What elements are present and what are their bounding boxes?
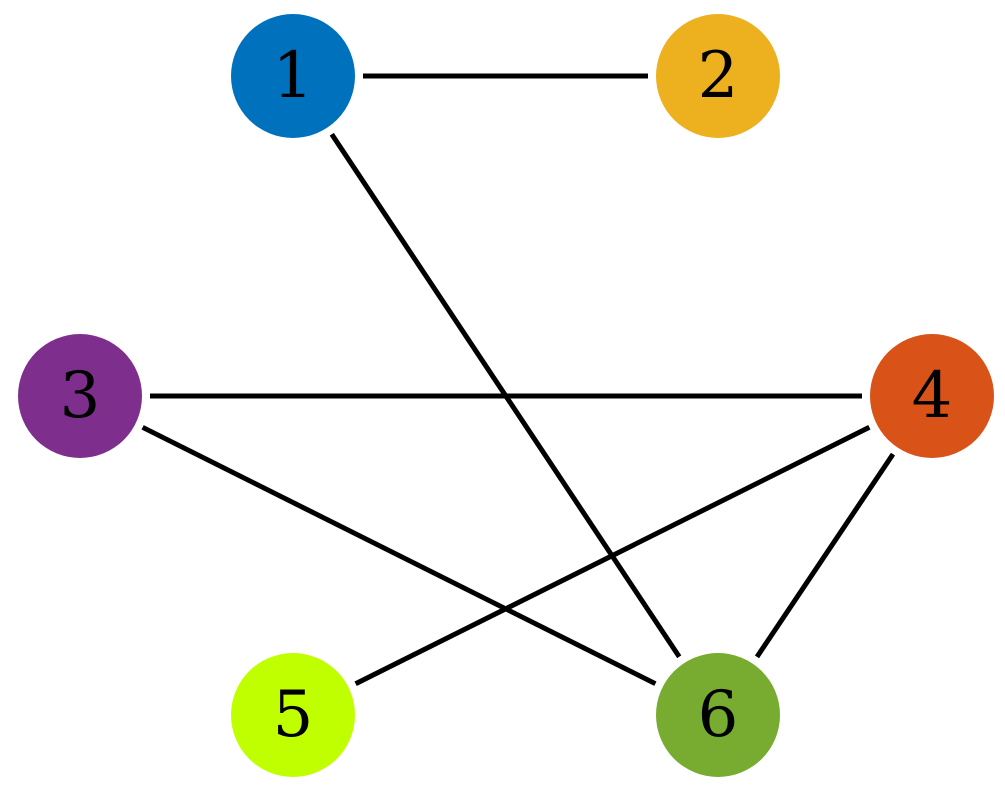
node-circle-4: [870, 334, 994, 458]
node-circle-6: [656, 653, 780, 777]
node-6: 6: [656, 653, 780, 777]
node-label-2: 2: [698, 39, 739, 113]
nodes-layer: 1 2 3 4 5 6: [18, 14, 994, 777]
node-1: 1: [231, 14, 355, 138]
node-label-6: 6: [698, 678, 739, 752]
node-3: 3: [18, 334, 142, 458]
node-2: 2: [656, 14, 780, 138]
node-5: 5: [231, 653, 355, 777]
node-circle-3: [18, 334, 142, 458]
edge-4-5: [354, 425, 871, 686]
node-label-5: 5: [273, 678, 314, 752]
edge-4-6: [754, 452, 896, 659]
node-circle-2: [656, 14, 780, 138]
node-circle-1: [231, 14, 355, 138]
node-circle-5: [231, 653, 355, 777]
node-label-4: 4: [912, 359, 953, 433]
node-label-1: 1: [273, 39, 314, 113]
edge-3-6: [141, 425, 657, 686]
node-label-3: 3: [60, 359, 101, 433]
node-4: 4: [870, 334, 994, 458]
edges-layer: [141, 73, 896, 686]
